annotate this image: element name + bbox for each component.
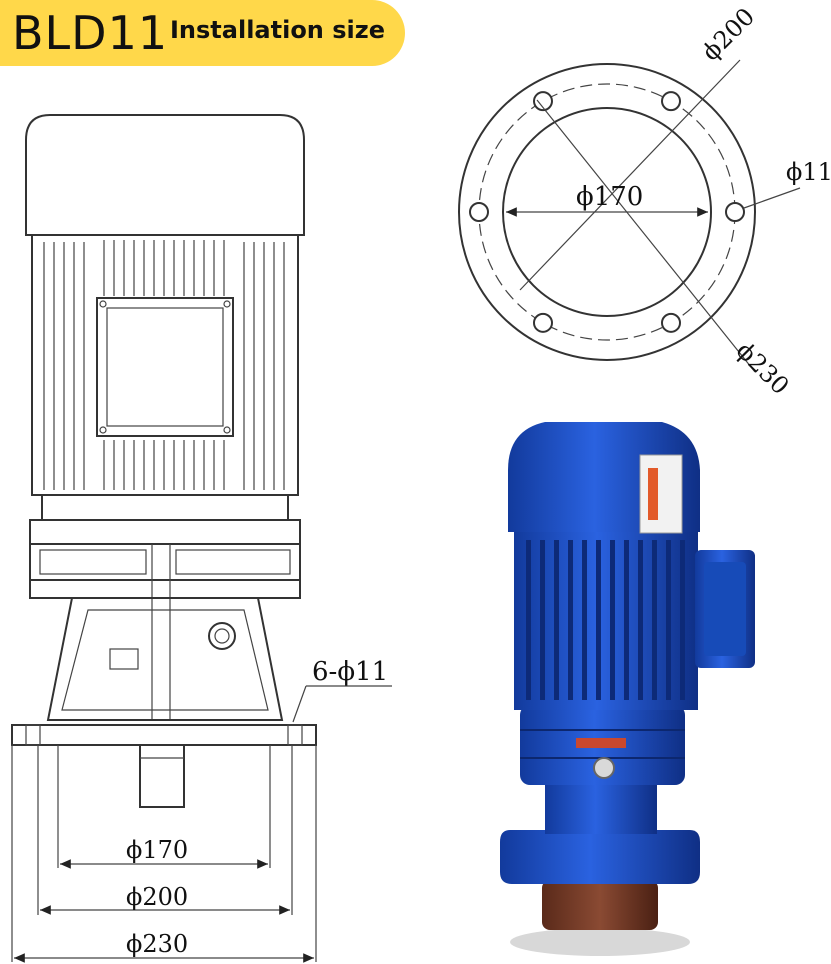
- photo-fin: [652, 540, 657, 700]
- photo-fin: [582, 540, 587, 700]
- photo-fin: [680, 540, 685, 700]
- motor-bottom: [41, 494, 289, 521]
- bolt-hole: [469, 202, 489, 222]
- bolt-hole: [533, 91, 553, 112]
- side-view-drawing: [11, 114, 392, 963]
- flange-dim-200: ϕ200: [696, 2, 760, 66]
- motor-flange: [29, 519, 301, 545]
- photo-fin: [610, 540, 615, 700]
- motor-body: [31, 234, 299, 496]
- oil-plug: [208, 622, 236, 650]
- title-banner: BLD11 Installation size: [0, 0, 405, 66]
- photo-fin: [526, 540, 531, 700]
- reducer-body: [46, 597, 284, 721]
- photo-fin: [596, 540, 601, 700]
- flange-view: [458, 59, 801, 373]
- banner-subtitle: Installation size: [170, 16, 386, 44]
- output-base: [542, 880, 658, 930]
- terminal-box: [96, 297, 234, 437]
- photo-fin: [638, 540, 643, 700]
- base-flange: [11, 724, 317, 746]
- flange-dim-230: ϕ230: [731, 336, 795, 400]
- flange-dim-170: ϕ170: [576, 182, 643, 212]
- oil-window: [109, 648, 139, 670]
- side-holes-label: 6-ϕ11: [312, 657, 388, 687]
- bolt-hole: [725, 202, 745, 222]
- photo-fin: [554, 540, 559, 700]
- side-dim-200: ϕ200: [126, 883, 188, 911]
- side-dim-230: ϕ230: [126, 930, 188, 958]
- fan-cover: [25, 114, 305, 236]
- output-shaft: [139, 744, 185, 808]
- bolt-hole: [533, 312, 553, 333]
- motor-fins: [43, 240, 285, 490]
- photo-fin: [624, 540, 629, 700]
- mount-flange: [500, 830, 700, 884]
- photo-fin: [540, 540, 545, 700]
- flange-outer: [458, 63, 756, 361]
- bolt-hole: [661, 91, 681, 112]
- flange-inner: [502, 107, 712, 317]
- flange-dim-11: ϕ11: [786, 158, 831, 186]
- photo-fin: [666, 540, 671, 700]
- side-dim-170: ϕ170: [126, 836, 188, 864]
- bolt-hole: [661, 312, 681, 333]
- photo-fin: [568, 540, 573, 700]
- model-code: BLD11: [12, 6, 169, 60]
- product-photo: [500, 422, 755, 956]
